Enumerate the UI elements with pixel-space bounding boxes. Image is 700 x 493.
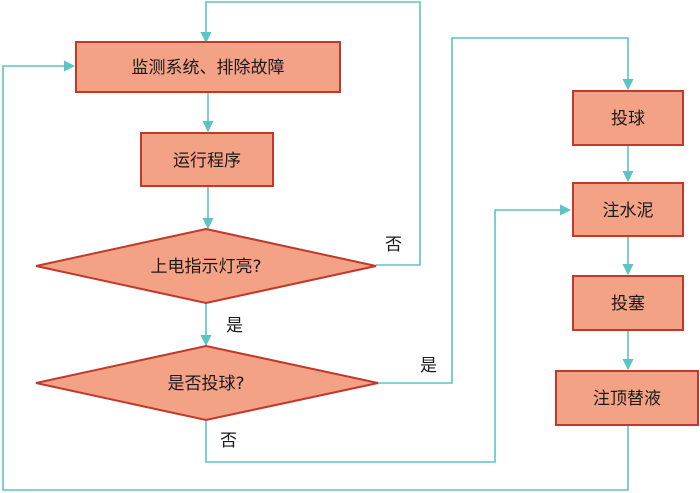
edge-label-power-yes: 是 xyxy=(226,316,243,336)
node-drop-ball: 投球 xyxy=(572,90,684,146)
node-drop-plug-label: 投塞 xyxy=(611,294,645,314)
arrow-power-no-loop xyxy=(200,1,421,266)
node-inject-cement-label: 注水泥 xyxy=(603,201,654,221)
edge-label-ball-yes: 是 xyxy=(420,356,437,376)
node-power-check-label: 上电指示灯亮? xyxy=(150,257,261,277)
arrow-ball-no-to-inject-cement xyxy=(205,204,572,463)
node-monitor: 监测系统、排除故障 xyxy=(75,41,341,93)
arrow-ball-yes-to-drop-ball xyxy=(378,37,634,384)
node-drop-plug: 投塞 xyxy=(572,275,684,331)
node-ball-check: 是否投球? xyxy=(35,344,379,422)
edge-label-power-no: 否 xyxy=(385,235,402,255)
node-inject-fluid: 注顶替液 xyxy=(555,370,699,426)
node-inject-cement: 注水泥 xyxy=(572,182,684,237)
edge-label-ball-no: 否 xyxy=(220,431,237,451)
node-ball-check-label: 是否投球? xyxy=(167,374,244,394)
arrow-inject-fluid-to-monitor xyxy=(2,60,629,491)
node-monitor-label: 监测系统、排除故障 xyxy=(132,58,285,78)
node-power-check: 上电指示灯亮? xyxy=(35,227,377,305)
connectors xyxy=(2,1,634,491)
node-drop-ball-label: 投球 xyxy=(611,109,645,129)
node-run-label: 运行程序 xyxy=(173,151,241,171)
node-inject-fluid-label: 注顶替液 xyxy=(593,389,661,409)
node-run: 运行程序 xyxy=(140,132,274,187)
